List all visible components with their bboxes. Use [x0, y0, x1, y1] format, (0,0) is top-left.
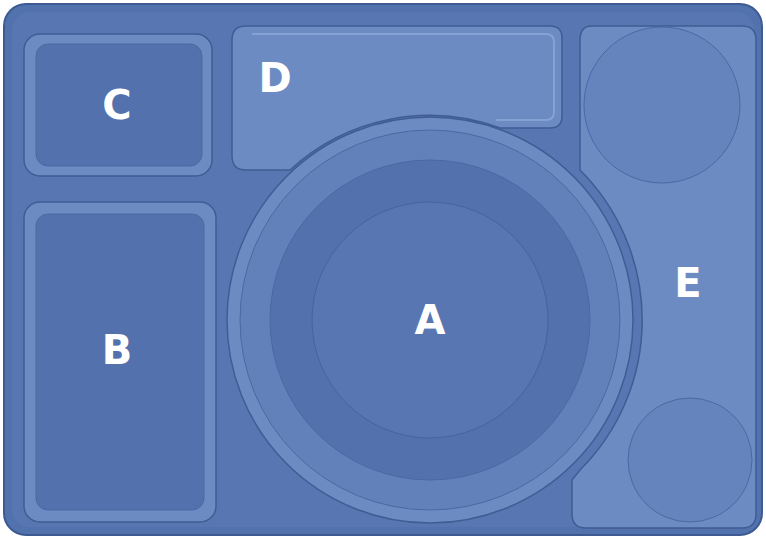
compartment-label: E [674, 263, 701, 303]
compartment-shape [24, 34, 212, 176]
compartment-shape [24, 202, 216, 522]
compartment-label: D [258, 58, 291, 98]
compartment-label: C [102, 85, 131, 125]
compartment: E [568, 22, 760, 532]
compartment-shape [227, 117, 633, 523]
compartment-outline [568, 22, 760, 532]
compartment: B [20, 198, 220, 526]
compartment-shape [572, 26, 756, 528]
compartment-label: B [102, 330, 133, 370]
compartment: C [20, 30, 216, 180]
compartment: A [224, 113, 636, 527]
tray-body [4, 4, 762, 535]
compartment-label: A [415, 300, 446, 340]
